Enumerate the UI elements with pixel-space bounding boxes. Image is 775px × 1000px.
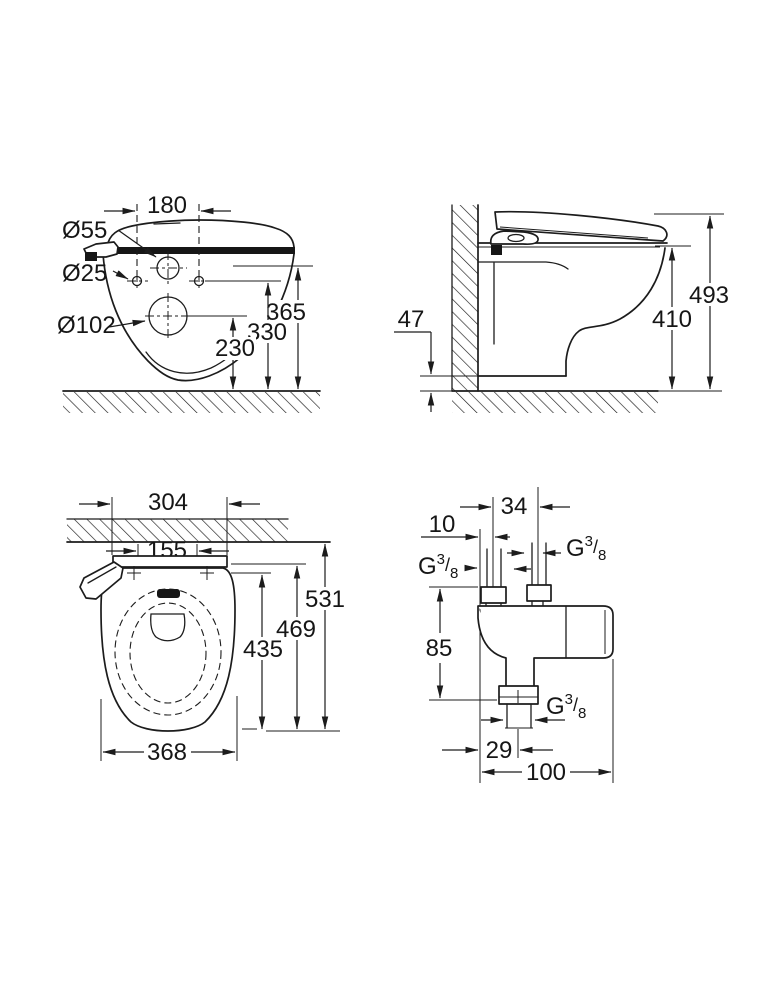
side-under-rim-line — [477, 261, 569, 270]
valve-dim-34-label: 34 — [501, 493, 528, 520]
top-dim-bowl-width: 368 — [100, 696, 238, 766]
side-dim-overall-height: 493 — [654, 213, 730, 390]
valve-right-inlet-pipe — [526, 542, 552, 607]
front-sprayer-grip — [85, 252, 97, 261]
valve-detail-view: 34 10 G3/8 G3/8 — [418, 487, 614, 786]
front-floor-hatch — [63, 392, 320, 413]
front-seat-hole — [150, 251, 187, 286]
side-dim-493-label: 493 — [689, 282, 729, 309]
valve-outlet-pipe — [505, 703, 533, 729]
top-dim-bottom-ticks — [242, 728, 340, 732]
valve-dim-body-height: 85 — [426, 586, 497, 701]
front-dia55-label: Ø55 — [62, 217, 107, 244]
front-dia102-label: Ø102 — [57, 312, 116, 339]
side-dim-47-label: 47 — [398, 306, 425, 333]
valve-dim-10-label: 10 — [429, 511, 456, 538]
front-dim-height-low: 230 — [190, 315, 256, 390]
front-label-seat-hole-dia: Ø55 — [62, 217, 157, 258]
side-dim-bottom-clearance: 47 — [394, 306, 478, 412]
front-dim-180-label: 180 — [147, 192, 187, 219]
top-dim-depth-mid: 469 — [231, 563, 319, 730]
side-sprayer-grip — [491, 245, 502, 255]
top-seat-outline — [100, 567, 236, 732]
top-bowl-opening-dashed — [129, 602, 207, 704]
top-view: 304 155 — [66, 489, 347, 766]
valve-dim-outlet-offset: 29 — [442, 737, 553, 764]
side-bowl-profile — [565, 247, 666, 377]
side-floor-hatch — [452, 392, 658, 413]
valve-dim-100-label: 100 — [526, 759, 566, 786]
side-dim-410-label: 410 — [652, 306, 692, 333]
top-dim-304-label: 304 — [148, 489, 188, 516]
top-dim-depth-seat: 435 — [231, 572, 284, 730]
valve-dim-inlet-spacing: 34 — [460, 493, 570, 520]
valve-dim-overall-width: 100 — [481, 759, 612, 786]
front-label-fixing-hole-dia: Ø25 — [62, 260, 129, 287]
valve-dim-85-label: 85 — [426, 635, 453, 662]
front-lid-seam — [153, 222, 181, 225]
valve-dim-29-label: 29 — [486, 737, 513, 764]
valve-thread-label-right: G3/8 — [507, 533, 606, 564]
valve-dim-edge-offset: 10 — [421, 511, 510, 541]
valve-outlet-nut — [498, 685, 539, 705]
top-dim-overall-depth: 531 — [303, 543, 347, 730]
front-fixing-holes — [127, 273, 210, 289]
front-dim-230-label: 230 — [215, 335, 255, 362]
side-wall-hatch — [452, 205, 478, 391]
valve-thread-label-bottom: G3/8 — [481, 691, 586, 724]
top-dim-531-label: 531 — [305, 586, 345, 613]
valve-left-inlet-pipe — [480, 548, 507, 607]
side-view: 47 410 493 — [394, 204, 730, 413]
top-sprayer-outline — [79, 561, 124, 600]
front-dim-hole-spacing: 180 — [104, 192, 231, 276]
front-lid-outline — [106, 219, 295, 248]
top-hinge-marks — [127, 566, 214, 580]
side-lid-inner-line — [499, 226, 649, 239]
top-dim-368-label: 368 — [147, 739, 187, 766]
valve-thread-left-text: G3/8 — [418, 551, 458, 582]
valve-thread-bottom-text: G3/8 — [546, 691, 586, 722]
valve-thread-right-text: G3/8 — [566, 533, 606, 564]
front-dim-height-mid: 330 — [205, 280, 290, 390]
top-wall-hatch — [67, 519, 288, 542]
valve-thread-label-left: G3/8 — [418, 551, 531, 582]
top-dim-435-label: 435 — [243, 636, 283, 663]
top-nozzle-cover — [157, 589, 180, 598]
side-sprayer-nozzle — [507, 233, 525, 243]
side-lid-outline — [494, 210, 668, 242]
front-label-outlet-dia: Ø102 — [57, 312, 146, 339]
front-outlet-hole — [145, 293, 192, 340]
top-spray-shield — [150, 613, 186, 642]
valve-body-outline — [477, 605, 614, 687]
top-mounting-plate — [112, 555, 228, 568]
top-sprayer-inner-line — [87, 566, 117, 584]
side-sprayer-outline — [489, 230, 539, 246]
front-dia25-label: Ø25 — [62, 260, 107, 287]
side-dim-rim-height: 410 — [651, 245, 693, 390]
top-seat-ring-dashed — [114, 588, 222, 716]
front-view: 180 Ø55 Ø25 Ø102 365 330 — [57, 192, 321, 413]
